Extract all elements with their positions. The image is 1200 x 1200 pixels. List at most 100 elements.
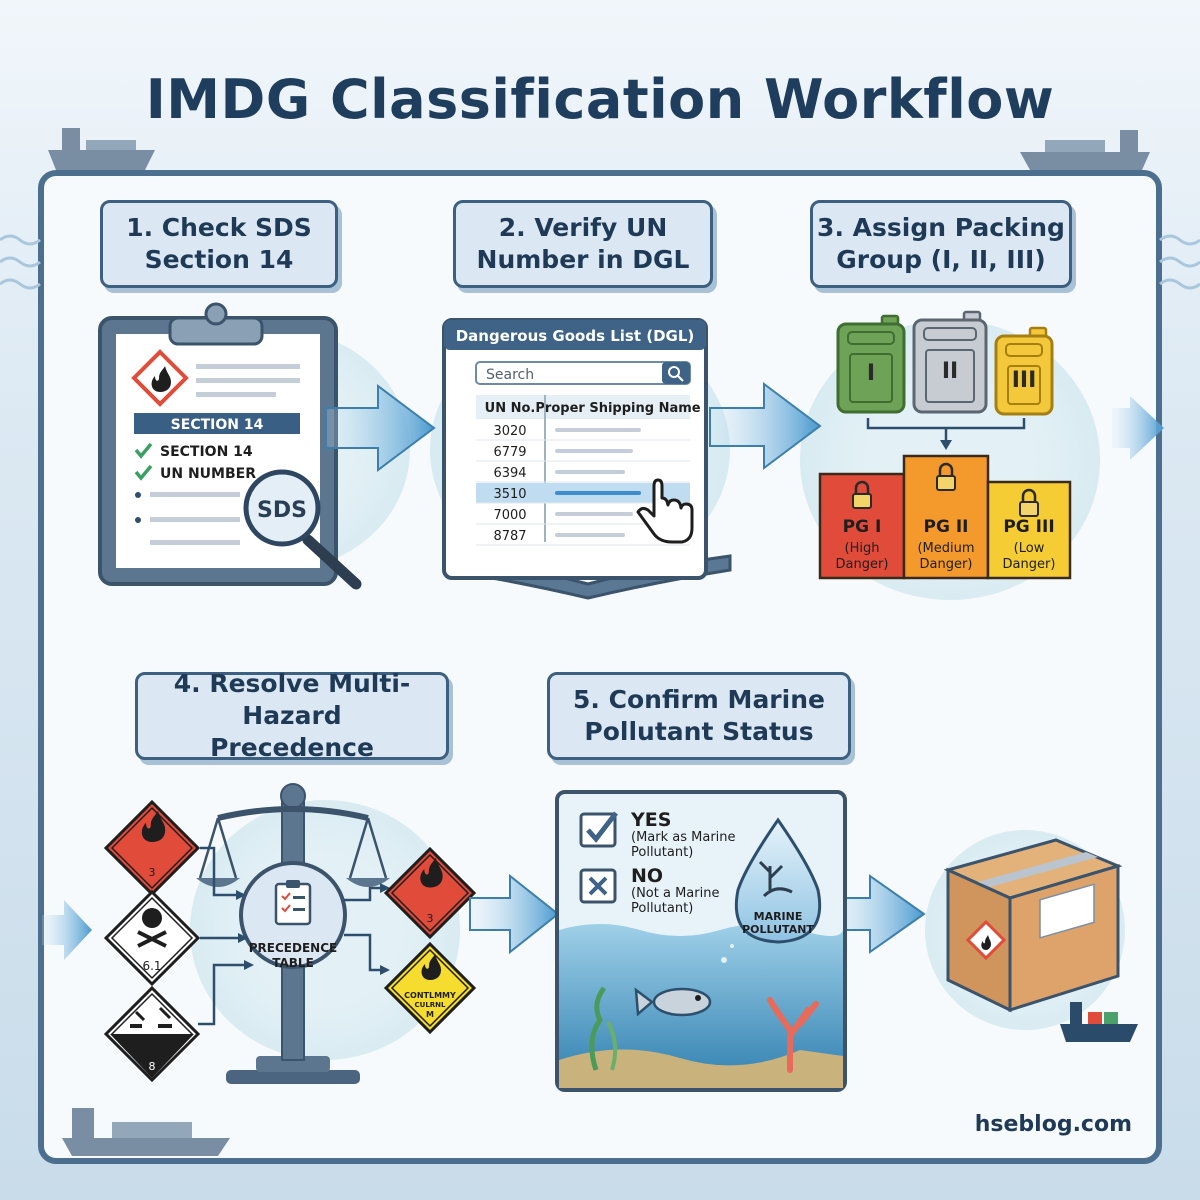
table-row[interactable]: 3510 (476, 483, 690, 504)
site-credit: hseblog.com (974, 1112, 1132, 1137)
jerrycan-icon: II (912, 310, 988, 414)
marine-yes: YES (630, 809, 671, 831)
flow-arrow-2 (709, 382, 822, 470)
balance-scale-icon: PRECEDENCE TABLE (196, 783, 390, 1084)
hazard-class-label: 3 (427, 912, 434, 925)
flow-arrow-1 (325, 384, 436, 472)
package-box-icon (943, 838, 1123, 1013)
step-4-line2: Precedence (210, 733, 374, 762)
step-4-line1: 4. Resolve Multi-Hazard (173, 669, 411, 730)
step-3-line1: 3. Assign Packing (817, 213, 1065, 242)
dgl-search-placeholder: Search (486, 367, 534, 383)
step-1-label: 1. Check SDS Section 14 (100, 200, 338, 288)
flow-arrow-4 (469, 873, 560, 955)
pg-desc-1: (High (845, 541, 880, 556)
sds-check-2: UN NUMBER (160, 466, 256, 482)
hazard-inputs: 36.18 (103, 799, 201, 1083)
marine-pollutant-drop-icon: MARINE POLLUTANT (734, 817, 822, 944)
flammable-diamond-icon: 3 (103, 799, 201, 897)
jerrycan-icon: I (836, 314, 906, 414)
wave-decoration-left (0, 234, 41, 290)
flammable-diamond-icon: 3 (383, 846, 477, 940)
toxic-diamond-icon: 6.1 (103, 889, 201, 987)
diamond-text-3: M (426, 1010, 434, 1019)
pg-name: PG II (924, 517, 969, 537)
un-number: 3510 (493, 487, 526, 502)
search-button[interactable] (662, 362, 690, 384)
step-3-line2: Group (I, II, III) (836, 245, 1046, 274)
ship-icon (48, 128, 155, 170)
un-number: 6394 (493, 466, 526, 481)
diamond-text-2: CULRNL (415, 1001, 447, 1009)
precedence-label-2: TABLE (272, 956, 314, 970)
table-row[interactable]: 6779 (476, 445, 690, 462)
marine-no: NO (631, 865, 663, 887)
drop-label-2: POLLUTANT (742, 923, 814, 936)
wave-decoration-right (1159, 234, 1200, 290)
precedence-connectors (198, 846, 390, 1026)
marine-yes-desc-2: Pollutant) (631, 845, 693, 860)
table-row[interactable]: 3020 (476, 424, 690, 441)
step-5-line2: Pollutant Status (584, 717, 814, 746)
precedence-label-1: PRECEDENCE (249, 941, 337, 955)
seaweed-icon (589, 986, 607, 1071)
ship-icon (1060, 1002, 1138, 1042)
step-2-label: 2. Verify UN Number in DGL (453, 200, 713, 288)
lock-icon (1019, 488, 1039, 517)
drop-label-1: MARINE (754, 910, 803, 923)
lock-icon (852, 480, 872, 509)
clipboard-icon (274, 882, 312, 926)
flow-arrow-side (42, 900, 92, 960)
flammable-diamond-icon (131, 349, 189, 407)
hazard-class-label: 3 (149, 866, 156, 879)
check-icon (134, 442, 153, 459)
check-icon (134, 464, 153, 481)
fish-icon (634, 987, 712, 1017)
marine-yes-desc-1: (Mark as Marine (631, 830, 736, 845)
diamond-text-1: CONTLMMY (404, 991, 456, 1000)
dgl-title: Dangerous Goods List (DGL) (456, 327, 695, 345)
pg-desc-1: (Medium (917, 541, 974, 556)
can-label: I (867, 361, 875, 386)
pg-desc-2: Danger) (836, 557, 889, 572)
ship-icon (1020, 130, 1150, 170)
pg-desc-2: Danger) (1003, 557, 1056, 572)
ship-icon (62, 1108, 230, 1156)
pg-name: PG I (843, 517, 882, 537)
x-icon (588, 876, 608, 896)
can-label: II (942, 359, 958, 384)
sds-clipboard: SECTION 14 SECTION 14 UN NUMBER SDS (98, 302, 362, 590)
marine-no-desc-2: Pollutant) (631, 901, 693, 916)
step-1-line1: 1. Check SDS (126, 213, 312, 242)
hazard-class-label: 8 (149, 1060, 156, 1073)
dgl-col-name: Proper Shipping Name (535, 401, 700, 416)
hazard-class-label: 6.1 (142, 959, 161, 973)
page-title: IMDG Classification Workflow (145, 68, 1055, 131)
can-label: III (1012, 368, 1037, 393)
lock-icon (936, 462, 956, 491)
check-icon (586, 811, 618, 843)
un-number: 6779 (493, 445, 526, 460)
pg-desc-2: Danger) (920, 557, 973, 572)
sds-check-1: SECTION 14 (160, 444, 253, 460)
step-5-line1: 5. Confirm Marine (573, 685, 825, 714)
marine-scene: YES (Mark as Marine Pollutant) NO (Not a… (555, 790, 847, 1092)
coral-icon (767, 997, 819, 1073)
un-number: 7000 (493, 508, 526, 523)
table-row[interactable]: 8787 (476, 529, 690, 546)
step-1-line2: Section 14 (144, 245, 294, 274)
step-2-line1: 2. Verify UN (498, 213, 668, 242)
flow-arrow-3 (1112, 396, 1164, 460)
step-2-line2: Number in DGL (476, 245, 690, 274)
sds-section-header: SECTION 14 (171, 417, 264, 433)
